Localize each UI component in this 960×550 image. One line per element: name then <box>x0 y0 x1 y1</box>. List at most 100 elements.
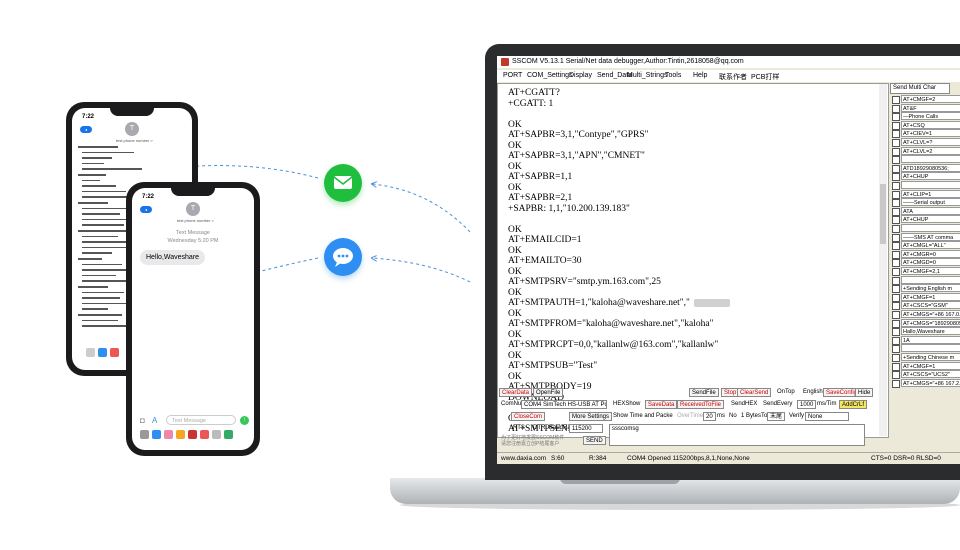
row-string-field[interactable] <box>901 275 960 284</box>
row-string-field[interactable]: AT+CMGL="ALL" <box>901 241 960 250</box>
menu-item-8[interactable]: PCB打样 <box>751 74 780 81</box>
row-checkbox[interactable] <box>892 242 900 251</box>
row-checkbox[interactable] <box>892 285 900 294</box>
row-checkbox[interactable] <box>892 104 900 113</box>
row-string-field[interactable]: AT+CMGS="+86 167.0. <box>901 310 960 318</box>
row-checkbox[interactable] <box>892 96 900 104</box>
send-text-input[interactable]: ssscomsg <box>609 424 865 446</box>
row-checkbox[interactable] <box>892 336 900 345</box>
row-checkbox[interactable] <box>892 147 900 156</box>
row-string-field[interactable]: AT+CSCS="UCS2" <box>901 370 960 379</box>
row-string-field[interactable]: AT+CMGF=2 <box>901 95 960 103</box>
clear-send-button[interactable]: ClearSend <box>737 388 772 397</box>
row-string-field[interactable]: AT&F <box>901 103 960 112</box>
row-string-field[interactable]: AT+CMGR=0 <box>901 249 960 258</box>
on-top-checkbox[interactable]: OnTop <box>777 389 795 395</box>
row-string-field[interactable]: ATA <box>901 206 960 215</box>
menu-item-1[interactable]: COM_Settings <box>527 72 573 79</box>
row-checkbox[interactable] <box>892 207 900 216</box>
row-string-field[interactable]: ——Serial output <box>901 198 960 207</box>
row-checkbox[interactable] <box>892 190 900 199</box>
menu-item-6[interactable]: Help <box>693 72 708 79</box>
row-checkbox[interactable] <box>892 113 900 122</box>
contact-name[interactable]: test phone number > <box>116 138 153 143</box>
row-checkbox[interactable] <box>892 139 900 147</box>
menu-item-4[interactable]: Multi_Strings <box>627 72 668 79</box>
row-string-field[interactable]: AT+CLVL=? <box>901 138 960 146</box>
row-string-field[interactable]: ATD18929080536; <box>901 163 960 172</box>
send-file-button[interactable]: SendFile <box>689 388 719 397</box>
row-checkbox[interactable] <box>892 225 900 233</box>
row-checkbox[interactable] <box>892 379 900 388</box>
row-string-field[interactable]: AT+CLIP=1 <box>901 189 960 198</box>
row-string-field[interactable]: AT+CSQ <box>901 120 960 129</box>
english-checkbox[interactable]: English <box>803 389 823 395</box>
row-checkbox[interactable] <box>892 173 900 182</box>
row-string-field[interactable]: +Sending English m <box>901 284 960 293</box>
row-checkbox[interactable] <box>892 216 900 225</box>
menu-item-5[interactable]: Tools <box>665 72 682 79</box>
hide-button[interactable]: Hide <box>855 388 874 397</box>
bytes-to-select[interactable]: 末尾 <box>767 412 786 421</box>
row-string-field[interactable]: AT+CIEV=1 <box>901 129 960 138</box>
show-time-checkbox[interactable]: Show Time and Packe <box>613 413 673 419</box>
row-checkbox[interactable] <box>892 293 900 302</box>
row-checkbox[interactable] <box>892 302 900 311</box>
row-checkbox[interactable] <box>892 328 900 337</box>
row-checkbox[interactable] <box>892 259 900 268</box>
send-icon[interactable]: ↑ <box>240 416 249 425</box>
row-string-field[interactable] <box>901 155 960 164</box>
row-checkbox[interactable] <box>892 345 900 354</box>
row-string-field[interactable]: AT+CMGF=1 <box>901 361 960 370</box>
contact-name[interactable]: test phone number > <box>177 218 214 223</box>
close-com-button[interactable]: CloseCom <box>511 412 546 421</box>
overtime-input[interactable]: 20 <box>703 412 716 421</box>
row-string-field[interactable]: Hallo,Waveshare <box>901 327 960 336</box>
row-checkbox[interactable] <box>892 319 900 328</box>
row-checkbox[interactable] <box>892 164 900 173</box>
back-button[interactable]: ◂ <box>140 206 152 213</box>
dtr-checkbox[interactable]: DTR <box>533 425 546 431</box>
row-checkbox[interactable] <box>892 311 900 319</box>
send-hex-checkbox[interactable]: SendHEX <box>731 401 758 407</box>
row-string-field[interactable]: AT+CLVL=2 <box>901 146 960 155</box>
row-string-field[interactable]: AT+CHUP <box>901 215 960 224</box>
baudrate-select[interactable]: 115200 <box>569 424 603 433</box>
row-string-field[interactable]: ——SMS AT comma <box>901 232 960 241</box>
row-string-field[interactable]: AT+CMGF=2,1 <box>901 267 960 275</box>
send-every-checkbox[interactable]: SendEvery <box>763 401 793 407</box>
row-string-field[interactable]: AT+CSCS="GSM" <box>901 301 960 310</box>
menu-item-0[interactable]: PORT <box>503 72 523 79</box>
row-checkbox[interactable] <box>892 276 900 285</box>
row-string-field[interactable]: AT+CMGS="189290805 <box>901 318 960 327</box>
row-string-field[interactable]: AT+CHUP <box>901 172 960 181</box>
status-website[interactable]: www.daxia.com <box>501 455 547 462</box>
row-checkbox[interactable] <box>892 199 900 208</box>
send-button[interactable]: SEND <box>583 436 606 445</box>
menu-item-3[interactable]: Send_Data <box>597 72 633 79</box>
rts-checkbox[interactable]: RTS <box>513 425 525 431</box>
row-string-field[interactable]: AT+CMGF=1 <box>901 292 960 301</box>
hex-show-checkbox[interactable]: HEXShow <box>613 401 641 407</box>
row-checkbox[interactable] <box>892 371 900 380</box>
row-string-field[interactable]: AT+CMGD=0 <box>901 258 960 267</box>
row-checkbox[interactable] <box>892 130 900 139</box>
open-file-button[interactable]: OpenFile <box>533 388 564 397</box>
row-checkbox[interactable] <box>892 362 900 371</box>
back-button[interactable]: ◂ <box>80 126 92 133</box>
row-string-field[interactable]: 1A <box>901 335 960 344</box>
comnum-select[interactable]: COM4 SimTech HS-USB AT Por <box>521 400 607 409</box>
save-data-button[interactable]: SaveData <box>645 400 678 409</box>
clear-data-button[interactable]: ClearData <box>499 388 533 397</box>
tab-send-multi-char[interactable]: Send Multi Char <box>890 83 950 94</box>
menu-item-2[interactable]: Display <box>569 72 592 79</box>
row-checkbox[interactable] <box>892 233 900 242</box>
row-checkbox[interactable] <box>892 354 900 362</box>
row-checkbox[interactable] <box>892 182 900 190</box>
row-string-field[interactable] <box>901 181 960 189</box>
row-string-field[interactable] <box>901 224 960 232</box>
row-checkbox[interactable] <box>892 268 900 276</box>
row-string-field[interactable] <box>901 344 960 353</box>
more-settings-button[interactable]: More Settings <box>569 412 613 421</box>
